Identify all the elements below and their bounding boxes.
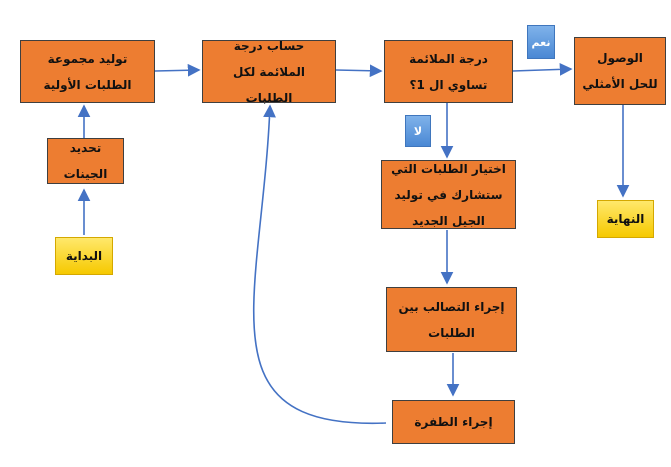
arrow-population-to-fitness	[154, 63, 201, 77]
compute-fitness-box: حساب درجة الملائمة لكل الطلبات	[202, 39, 336, 105]
end-label: النهاية	[606, 212, 645, 226]
no-label: لا	[405, 115, 431, 147]
no-text: لا	[413, 124, 423, 138]
arrow-check-to-optimal	[512, 62, 573, 76]
arrow-fitness-to-check	[335, 64, 383, 78]
start-terminal: البداية	[55, 237, 113, 275]
optimal-solution-box: الوصول للحل الأمثلي	[574, 37, 666, 105]
generate-population-box: توليد مجموعة الطلبات الأولية	[20, 40, 155, 103]
crossover-box: إجراء التصالب بين الطلبات	[386, 287, 517, 352]
mutation-label: إجراء الطفرة	[414, 415, 493, 429]
fitness-check-label: درجة الملائمة تساوي ال 1؟	[409, 51, 488, 92]
generate-population-label: توليد مجموعة الطلبات الأولية	[43, 51, 132, 92]
yes-label: نعم	[527, 25, 555, 59]
select-requests-label: اختيار الطلبات التي ستشارك في توليد الجي…	[391, 161, 506, 228]
start-label: البداية	[65, 249, 103, 263]
set-genes-box: تحديد الجينات	[47, 138, 124, 184]
mutation-box: إجراء الطفرة	[392, 400, 515, 444]
fitness-check-box: درجة الملائمة تساوي ال 1؟	[384, 40, 513, 103]
yes-text: نعم	[531, 35, 551, 49]
optimal-solution-label: الوصول للحل الأمثلي	[582, 51, 658, 91]
set-genes-label: تحديد الجينات	[63, 141, 108, 181]
end-terminal: النهاية	[597, 200, 654, 238]
crossover-label: إجراء التصالب بين الطلبات	[398, 299, 505, 340]
select-requests-box: اختيار الطلبات التي ستشارك في توليد الجي…	[381, 160, 516, 229]
compute-fitness-label: حساب درجة الملائمة لكل الطلبات	[233, 38, 305, 105]
arrow-mutation-to-fitness	[252, 104, 387, 424]
